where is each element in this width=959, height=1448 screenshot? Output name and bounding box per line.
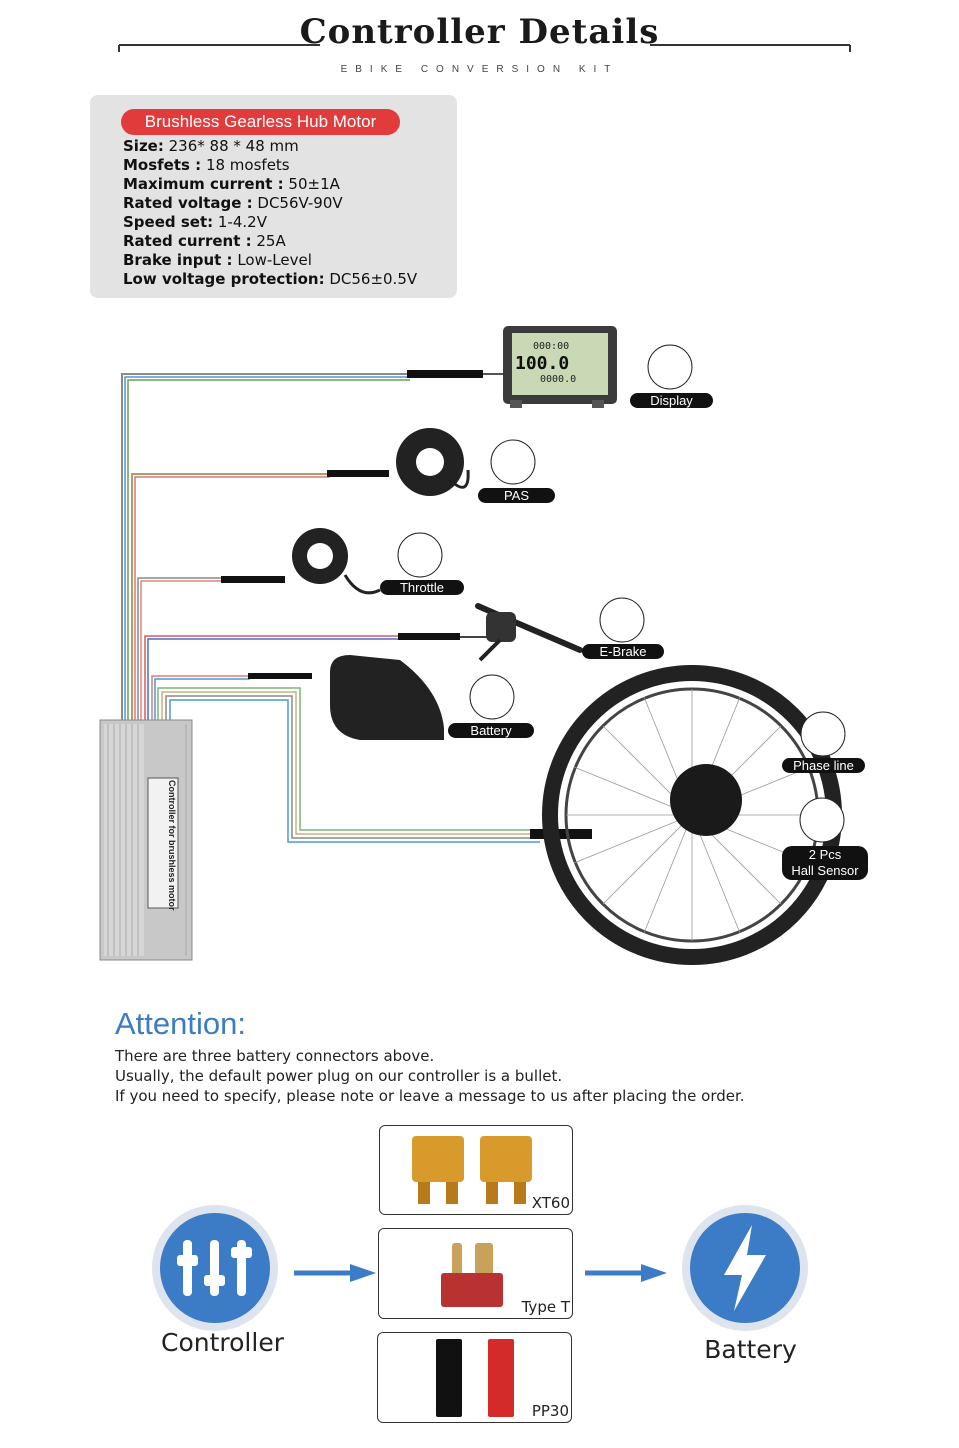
type-t-label: Type T xyxy=(522,1298,570,1316)
throttle-label: Throttle xyxy=(380,580,464,595)
wheel-hub-motor xyxy=(550,673,834,957)
connector-pp30: PP30 xyxy=(377,1332,572,1423)
xt60-label: XT60 xyxy=(532,1194,570,1212)
controller-caption: Controller xyxy=(140,1328,305,1357)
spec-item: Maximum current : 50±1A xyxy=(123,175,417,194)
spec-item: Rated current : 25A xyxy=(123,232,417,251)
spec-list: Size: 236* 88 * 48 mm Mosfets : 18 mosfe… xyxy=(123,137,417,289)
display-label: Display xyxy=(630,393,713,408)
page-subtitle: EBIKE CONVERSION KIT xyxy=(0,64,959,75)
attention-line: Usually, the default power plug on our c… xyxy=(115,1067,562,1085)
arrow-right-icon xyxy=(292,1260,378,1286)
lcd-time: 000:00 xyxy=(533,341,569,352)
attention-line: There are three battery connectors above… xyxy=(115,1047,434,1065)
controller-icon xyxy=(150,1203,280,1333)
controller-unit xyxy=(100,720,192,960)
battery-label: Battery xyxy=(448,723,534,738)
spec-item: Speed set: 1-4.2V xyxy=(123,213,417,232)
hall-sensor-label: 2 Pcs Hall Sensor xyxy=(782,846,868,880)
brake-lever xyxy=(478,606,580,660)
battery-pack xyxy=(330,655,444,740)
spec-item: Low voltage protection: DC56±0.5V xyxy=(123,270,417,289)
attention-title: Attention: xyxy=(115,1006,246,1042)
connector-xt60: XT60 xyxy=(379,1125,573,1215)
pp30-label: PP30 xyxy=(532,1402,569,1420)
spec-item: Mosfets : 18 mosfets xyxy=(123,156,417,175)
lcd-odometer: 0000.0 xyxy=(540,374,576,385)
title-rule xyxy=(0,0,959,60)
arrow-right-icon xyxy=(583,1260,669,1286)
spec-badge: Brushless Gearless Hub Motor xyxy=(121,109,400,135)
spec-item: Brake input : Low-Level xyxy=(123,251,417,270)
throttle-grip xyxy=(292,528,380,593)
lcd-speed: 100.0 xyxy=(515,353,569,374)
battery-caption: Battery xyxy=(668,1335,833,1364)
spec-item: Size: 236* 88 * 48 mm xyxy=(123,137,417,156)
pas-label: PAS xyxy=(478,488,555,503)
controller-label: Controller for brushless motor xyxy=(155,780,177,910)
spec-item: Rated voltage : DC56V-90V xyxy=(123,194,417,213)
pas-sensor xyxy=(396,428,468,496)
attention-line: If you need to specify, please note or l… xyxy=(115,1087,745,1105)
ebrake-label: E-Brake xyxy=(582,644,664,659)
lightning-bolt-icon xyxy=(680,1203,810,1333)
connector-type-t: Type T xyxy=(378,1228,573,1319)
connector-thumbnails xyxy=(398,345,845,842)
phase-line-label: Phase line xyxy=(782,758,865,773)
